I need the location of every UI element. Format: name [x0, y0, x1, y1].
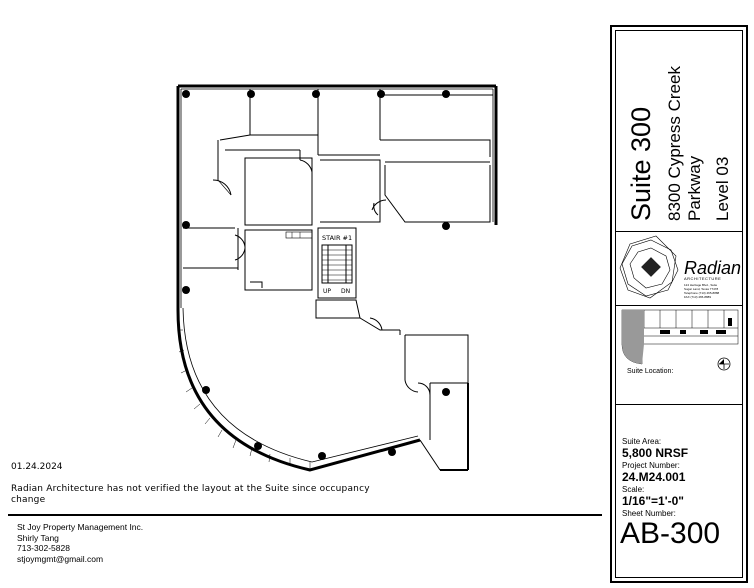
project-number-value: 24.M24.001 [622, 470, 686, 484]
suite-area-value: 5,800 NRSF [622, 446, 689, 460]
logo-subtitle: ARCHITECTURE [684, 276, 722, 281]
radian-logo-icon [619, 235, 679, 299]
level-label: Level 03 [713, 156, 732, 221]
drawing-date: 01.24.2024 [11, 462, 63, 472]
stair-label: STAIR #1 [322, 234, 352, 242]
contact-block: St Joy Property Management Inc. Shirly T… [17, 522, 143, 564]
floor-plan: STAIR #1 UP DN [176, 84, 498, 472]
logo-address-2: Sugar Land, Texas 77478 [684, 287, 719, 291]
contact-phone: 713-302-5828 [17, 543, 70, 553]
stair-dn-label: DN [341, 288, 350, 295]
scale-label: Scale: [622, 485, 645, 494]
contact-company: St Joy Property Management Inc. [17, 522, 144, 532]
divider-line [8, 514, 602, 516]
sheet-number-label: Sheet Number: [622, 509, 676, 518]
suite-title: Suite 300 [626, 106, 656, 221]
suite-area-label: Suite Area: [622, 437, 662, 446]
contact-name: Shirly Tang [17, 532, 59, 543]
logo-address-1: 124 Heritage Blvd., Suite [684, 283, 718, 287]
project-info-cell: Suite Area: 5,800 NRSF Project Number: 2… [616, 405, 742, 577]
north-arrow-icon [717, 357, 731, 371]
sheet-number-value: AB-300 [620, 517, 721, 550]
title-cell: Suite 300 8300 Cypress Creek Parkway Lev… [616, 31, 742, 232]
contact-email[interactable]: stjoymgmt@gmail.com [17, 553, 104, 564]
address-line-2: Parkway [685, 155, 704, 221]
scale-value: 1/16"=1'-0" [622, 494, 684, 508]
key-plan-cell: Suite Location: [616, 306, 742, 405]
title-block: Suite 300 8300 Cypress Creek Parkway Lev… [610, 25, 748, 583]
key-plan-map [621, 309, 739, 365]
logo-name: Radian [684, 258, 742, 278]
logo-cell: Radian ARCHITECTURE 124 Heritage Blvd., … [616, 232, 742, 306]
logo-address-4: FAX (713) 465-8889 [684, 295, 712, 299]
project-number-label: Project Number: [622, 461, 680, 470]
logo-address-3: Telephone (713) 465-8888 [684, 291, 720, 295]
stair-up-label: UP [323, 288, 331, 295]
address-line-1: 8300 Cypress Creek [665, 66, 684, 221]
suite-location-label: Suite Location: [627, 368, 674, 375]
disclaimer-note: Radian Architecture has not verified the… [11, 484, 370, 505]
